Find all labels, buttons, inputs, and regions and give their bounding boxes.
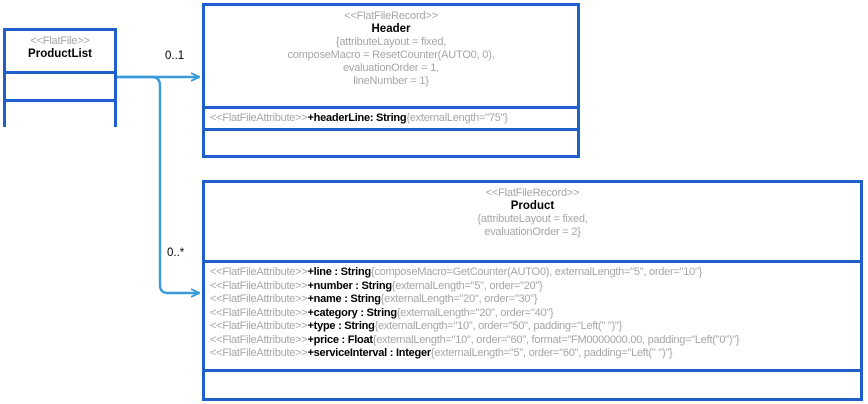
attribute-row: <<FlatFileAttribute>>+name : String{exte… — [210, 293, 855, 307]
attribute-row: <<FlatFileAttribute>>+line : String{comp… — [210, 266, 855, 280]
attribute-stereotype: <<FlatFileAttribute>> — [210, 112, 308, 124]
product-list-stereotype: <<FlatFile>> — [30, 35, 90, 47]
product-properties: {attributeLayout = fixed, evaluationOrde… — [477, 213, 588, 238]
attribute-signature: +number : String — [307, 279, 392, 292]
attribute-signature: +type : String — [307, 320, 375, 332]
attribute-stereotype: <<FlatFileAttribute>> — [210, 293, 308, 305]
uml-class-product[interactable]: <<FlatFileRecord>> Product {attributeLay… — [202, 180, 863, 401]
header-name-compartment: <<FlatFileRecord>> Header {attributeLayo… — [205, 6, 577, 106]
attribute-properties: {externalLength="75"} — [406, 112, 508, 124]
product-stereotype: <<FlatFileRecord>> — [485, 187, 580, 199]
attribute-properties: {externalLength="10", order="50", paddin… — [374, 320, 623, 332]
product-attributes-compartment: <<FlatFileAttribute>>+line : String{comp… — [205, 260, 860, 369]
header-operations-compartment — [205, 128, 577, 155]
header-properties: {attributeLayout = fixed, composeMacro =… — [287, 36, 495, 87]
attribute-properties: {externalLength="20", order="40"} — [396, 306, 554, 319]
header-name: Header — [371, 23, 411, 35]
product-name: Product — [510, 200, 555, 212]
attribute-stereotype: <<FlatFileAttribute>> — [210, 306, 308, 319]
attribute-stereotype: <<FlatFileAttribute>> — [210, 333, 308, 346]
attribute-stereotype: <<FlatFileAttribute>> — [210, 266, 308, 278]
attribute-row: <<FlatFileAttribute>>+category : String{… — [210, 307, 855, 321]
product-list-operations-compartment — [6, 99, 114, 127]
attribute-row: <<FlatFileAttribute>>+type : String{exte… — [210, 320, 855, 334]
product-name-compartment: <<FlatFileRecord>> Product {attributeLay… — [205, 183, 860, 260]
attribute-stereotype: <<FlatFileAttribute>> — [210, 320, 308, 332]
attribute-signature: +line : String — [307, 266, 371, 278]
uml-class-product-list[interactable]: <<FlatFile>> ProductList — [3, 28, 117, 127]
attribute-row: <<FlatFileAttribute>>+headerLine: String… — [210, 112, 572, 126]
product-list-name-compartment: <<FlatFile>> ProductList — [6, 31, 114, 71]
uml-class-header[interactable]: <<FlatFileRecord>> Header {attributeLayo… — [202, 3, 580, 158]
attribute-signature: +headerLine: String — [307, 112, 407, 124]
attribute-properties: {externalLength="5", order="20"} — [391, 279, 543, 292]
multiplicity-label-product: 0..* — [167, 247, 185, 259]
attribute-properties: {externalLength="5", order="60", padding… — [430, 347, 673, 359]
attribute-stereotype: <<FlatFileAttribute>> — [210, 347, 308, 359]
attribute-properties: {externalLength="20", order="30"} — [380, 293, 538, 305]
attribute-signature: +price : Float — [307, 333, 373, 346]
attribute-row: <<FlatFileAttribute>>+serviceInterval : … — [210, 347, 855, 361]
header-attributes-compartment: <<FlatFileAttribute>>+headerLine: String… — [205, 106, 577, 128]
product-operations-compartment — [205, 369, 860, 398]
attribute-stereotype: <<FlatFileAttribute>> — [210, 279, 308, 292]
attribute-row: <<FlatFileAttribute>>+number : String{ex… — [210, 280, 855, 294]
association-line-product — [117, 75, 199, 293]
attribute-properties: {composeMacro=GetCounter(AUTO0), externa… — [370, 266, 703, 278]
attribute-properties: {externalLength="10", order="60", format… — [372, 333, 740, 346]
attribute-signature: +category : String — [307, 306, 397, 319]
header-stereotype: <<FlatFileRecord>> — [344, 10, 438, 22]
product-list-name: ProductList — [28, 48, 92, 60]
attribute-signature: +serviceInterval : Integer — [307, 347, 431, 359]
multiplicity-label-header: 0..1 — [165, 50, 185, 62]
attribute-signature: +name : String — [307, 293, 381, 305]
attribute-row: <<FlatFileAttribute>>+price : Float{exte… — [210, 334, 855, 348]
product-list-attributes-compartment — [6, 71, 114, 99]
